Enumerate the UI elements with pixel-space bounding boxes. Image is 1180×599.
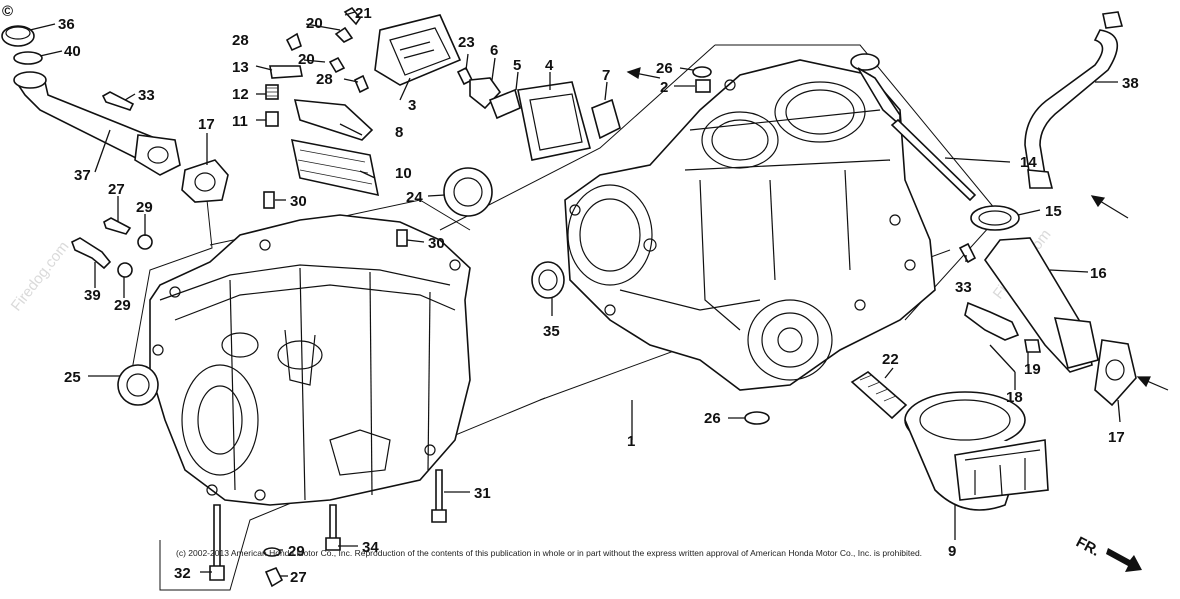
callout-21: 21 [355,5,372,22]
callout-26: 26 [704,410,721,427]
callout-16: 16 [1090,265,1107,282]
callout-9: 9 [948,543,956,560]
callout-11: 11 [232,113,248,130]
callout-22: 22 [882,351,899,368]
callout-17: 17 [198,116,215,133]
reed-valve-parts [456,66,621,161]
callout-28: 28 [232,32,249,49]
callout-17: 17 [1108,429,1125,446]
breather-cover-parts [263,6,493,247]
lower-bolts [209,469,447,588]
front-direction-indicator: FR. [1073,534,1142,572]
callout-29: 29 [136,199,153,216]
callout-4: 4 [545,57,554,74]
callout-28: 28 [316,71,333,88]
callout-33: 33 [955,279,972,296]
callout-30: 30 [290,193,307,210]
callout-5: 5 [513,57,521,74]
callout-26: 26 [656,60,673,77]
callout-36: 36 [58,16,75,33]
callout-25: 25 [64,369,81,386]
callout-31: 31 [474,485,491,502]
left-crankcase-half [149,214,471,506]
copyright-notice: (c) 2002-2013 American Honda Motor Co., … [176,548,923,558]
flow-arrows [626,67,1169,391]
bearing [531,261,565,299]
callout-37: 37 [74,167,91,184]
callout-27: 27 [290,569,307,586]
leader-lines [29,11,1121,577]
front-label: FR. [1073,534,1102,560]
left-bolts-washers [70,91,159,406]
callout-10: 10 [395,165,412,182]
callout-3: 3 [408,97,416,114]
breather-hose [1024,11,1124,189]
callout-20: 20 [306,15,323,32]
oil-filler-tube-assembly [1,25,229,203]
callout-19: 19 [1024,361,1041,378]
callout-38: 38 [1122,75,1139,92]
callout-33: 33 [138,87,155,104]
callout-13: 13 [232,59,249,76]
callout-labels: 36 40 33 37 17 27 29 39 29 25 21 20 28 2… [58,5,1139,586]
oil-filter-and-stud [850,371,1049,511]
callout-29: 29 [114,297,131,314]
callout-7: 7 [602,67,610,84]
corner-mark: © [2,3,13,20]
watermark-text: Firedog.com [8,238,73,314]
callout-40: 40 [64,43,81,60]
callout-27: 27 [108,181,125,198]
callout-23: 23 [458,34,475,51]
callout-30: 30 [428,235,445,252]
callout-24: 24 [406,189,423,206]
callout-1: 1 [627,433,635,450]
lower-washer [744,411,770,425]
oil-tube-right-assembly [958,205,1137,407]
callout-14: 14 [1020,154,1037,171]
callout-15: 15 [1045,203,1062,220]
dowel-washer-top [692,66,712,93]
dipstick [850,53,977,202]
callout-2: 2 [660,79,668,96]
callout-6: 6 [490,42,498,59]
callout-29: 29 [288,543,305,560]
callout-32: 32 [174,565,191,582]
callout-39: 39 [84,287,101,304]
callout-18: 18 [1006,389,1023,406]
callout-20: 20 [298,51,315,68]
right-crankcase-cylinder-block [564,59,936,391]
callout-34: 34 [362,539,379,556]
callout-8: 8 [395,124,403,141]
callout-12: 12 [232,86,249,103]
callout-35: 35 [543,323,560,340]
